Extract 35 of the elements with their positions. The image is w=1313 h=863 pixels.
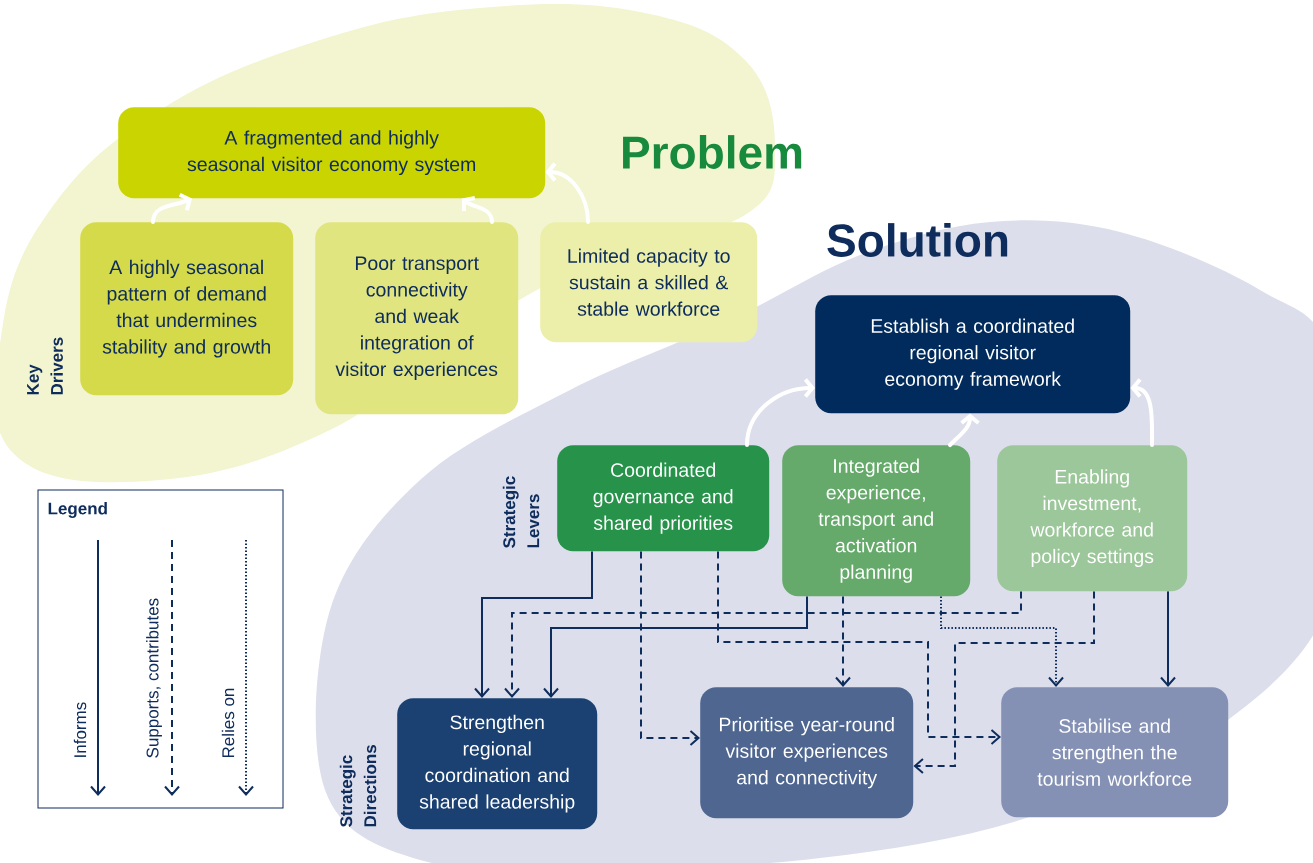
curved-arrow [461, 196, 494, 224]
arrow [474, 550, 593, 698]
arrow [1160, 590, 1176, 687]
direction-box: Prioritise year-round visitor experiences and connectivity [700, 687, 914, 819]
side-label: Strategic Directions [339, 745, 377, 827]
curved-arrow [545, 162, 590, 224]
arrow [504, 590, 1022, 698]
problem-box: A fragmented and highly seasonal visitor economy system [118, 107, 546, 199]
driver-box: Poor transport connectivity and weak integration of visitor experiences [315, 222, 519, 415]
direction-box: Stabilise and strengthen the tourism workforce [1001, 687, 1229, 818]
arrow [940, 595, 1064, 687]
lever-box: Coordinated governance and shared priorities [557, 445, 770, 552]
legend-title: Legend [48, 502, 107, 518]
side-label: Strategic Levers [502, 476, 540, 548]
curved-arrow [1130, 378, 1155, 447]
direction-box: Strengthen regional coordination and shared leadership [397, 698, 598, 830]
curved-arrow [745, 378, 815, 447]
arrow [835, 595, 851, 687]
goal-box: Establish a coordinated regional visitor economy framework [815, 295, 1131, 414]
arrow [640, 550, 700, 746]
curved-arrow [948, 413, 980, 447]
arrow [913, 590, 1095, 774]
legend-text: Informs [73, 702, 87, 757]
arrow [543, 595, 808, 698]
heading: Solution [827, 223, 1008, 257]
lever-box: Enabling investment, workforce and policy settings [997, 445, 1188, 592]
arrow [717, 550, 1001, 745]
driver-box: Limited capacity to sustain a skilled & stable workforce [540, 222, 758, 343]
driver-box: A highly seasonal pattern of demand that undermines stability and growth [80, 222, 294, 396]
curved-arrow [151, 192, 192, 224]
legend-text: Supports, contributes [146, 598, 162, 758]
heading: Problem [623, 135, 802, 169]
legend-text: Relies on [221, 688, 235, 758]
side-label: Key Drivers [27, 337, 63, 395]
lever-box: Integrated experience, transport and activation planning [782, 445, 971, 597]
